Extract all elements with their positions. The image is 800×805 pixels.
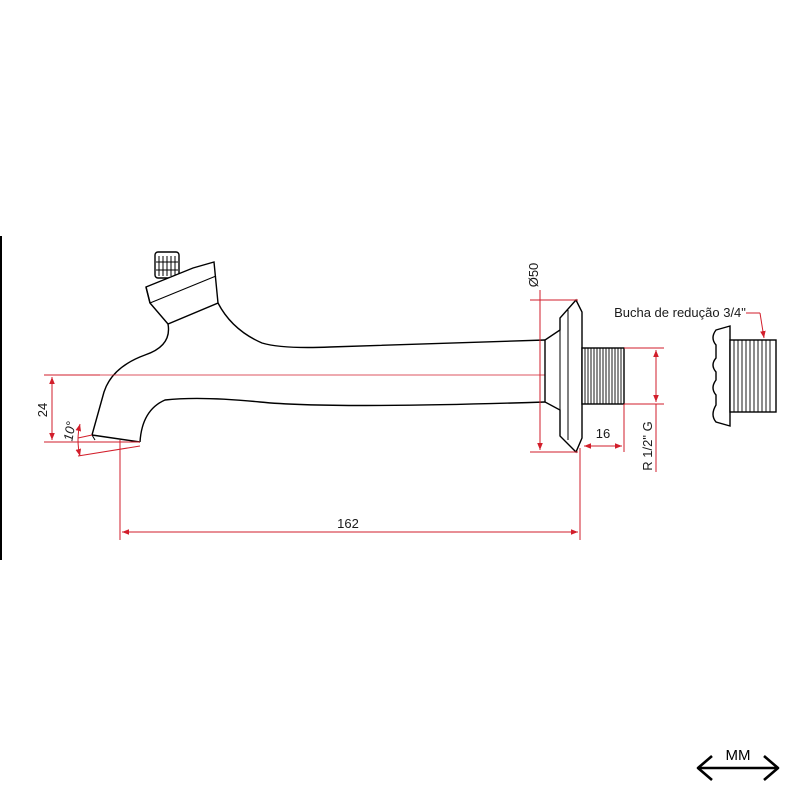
spout-upper-profile: [217, 302, 546, 349]
bushing-callout-label: Bucha de redução 3/4": [614, 305, 746, 320]
thread-length-label: 16: [596, 426, 610, 441]
length-dimension-label: 162: [337, 516, 359, 531]
spout-inner-curve: [139, 397, 546, 443]
handle-knurling: [156, 256, 178, 276]
flange: [544, 298, 583, 454]
angle-dimension-label: 10°: [60, 420, 78, 442]
double-arrow-icon: [696, 755, 780, 781]
reduction-bushing: [712, 325, 777, 427]
flange-diameter-label: Ø50: [526, 263, 541, 288]
nipple-threads: [584, 348, 622, 404]
faucet-body: [52, 251, 625, 454]
spout-tip: [91, 434, 141, 443]
spout-outer-curve: [91, 323, 170, 436]
dimension-lines: [44, 290, 766, 540]
unit-label: MM: [726, 747, 751, 764]
thread-spec-label: R 1/2" G: [640, 421, 655, 470]
height-dimension-label: 24: [35, 403, 50, 417]
unit-indicator: MM: [696, 747, 780, 781]
